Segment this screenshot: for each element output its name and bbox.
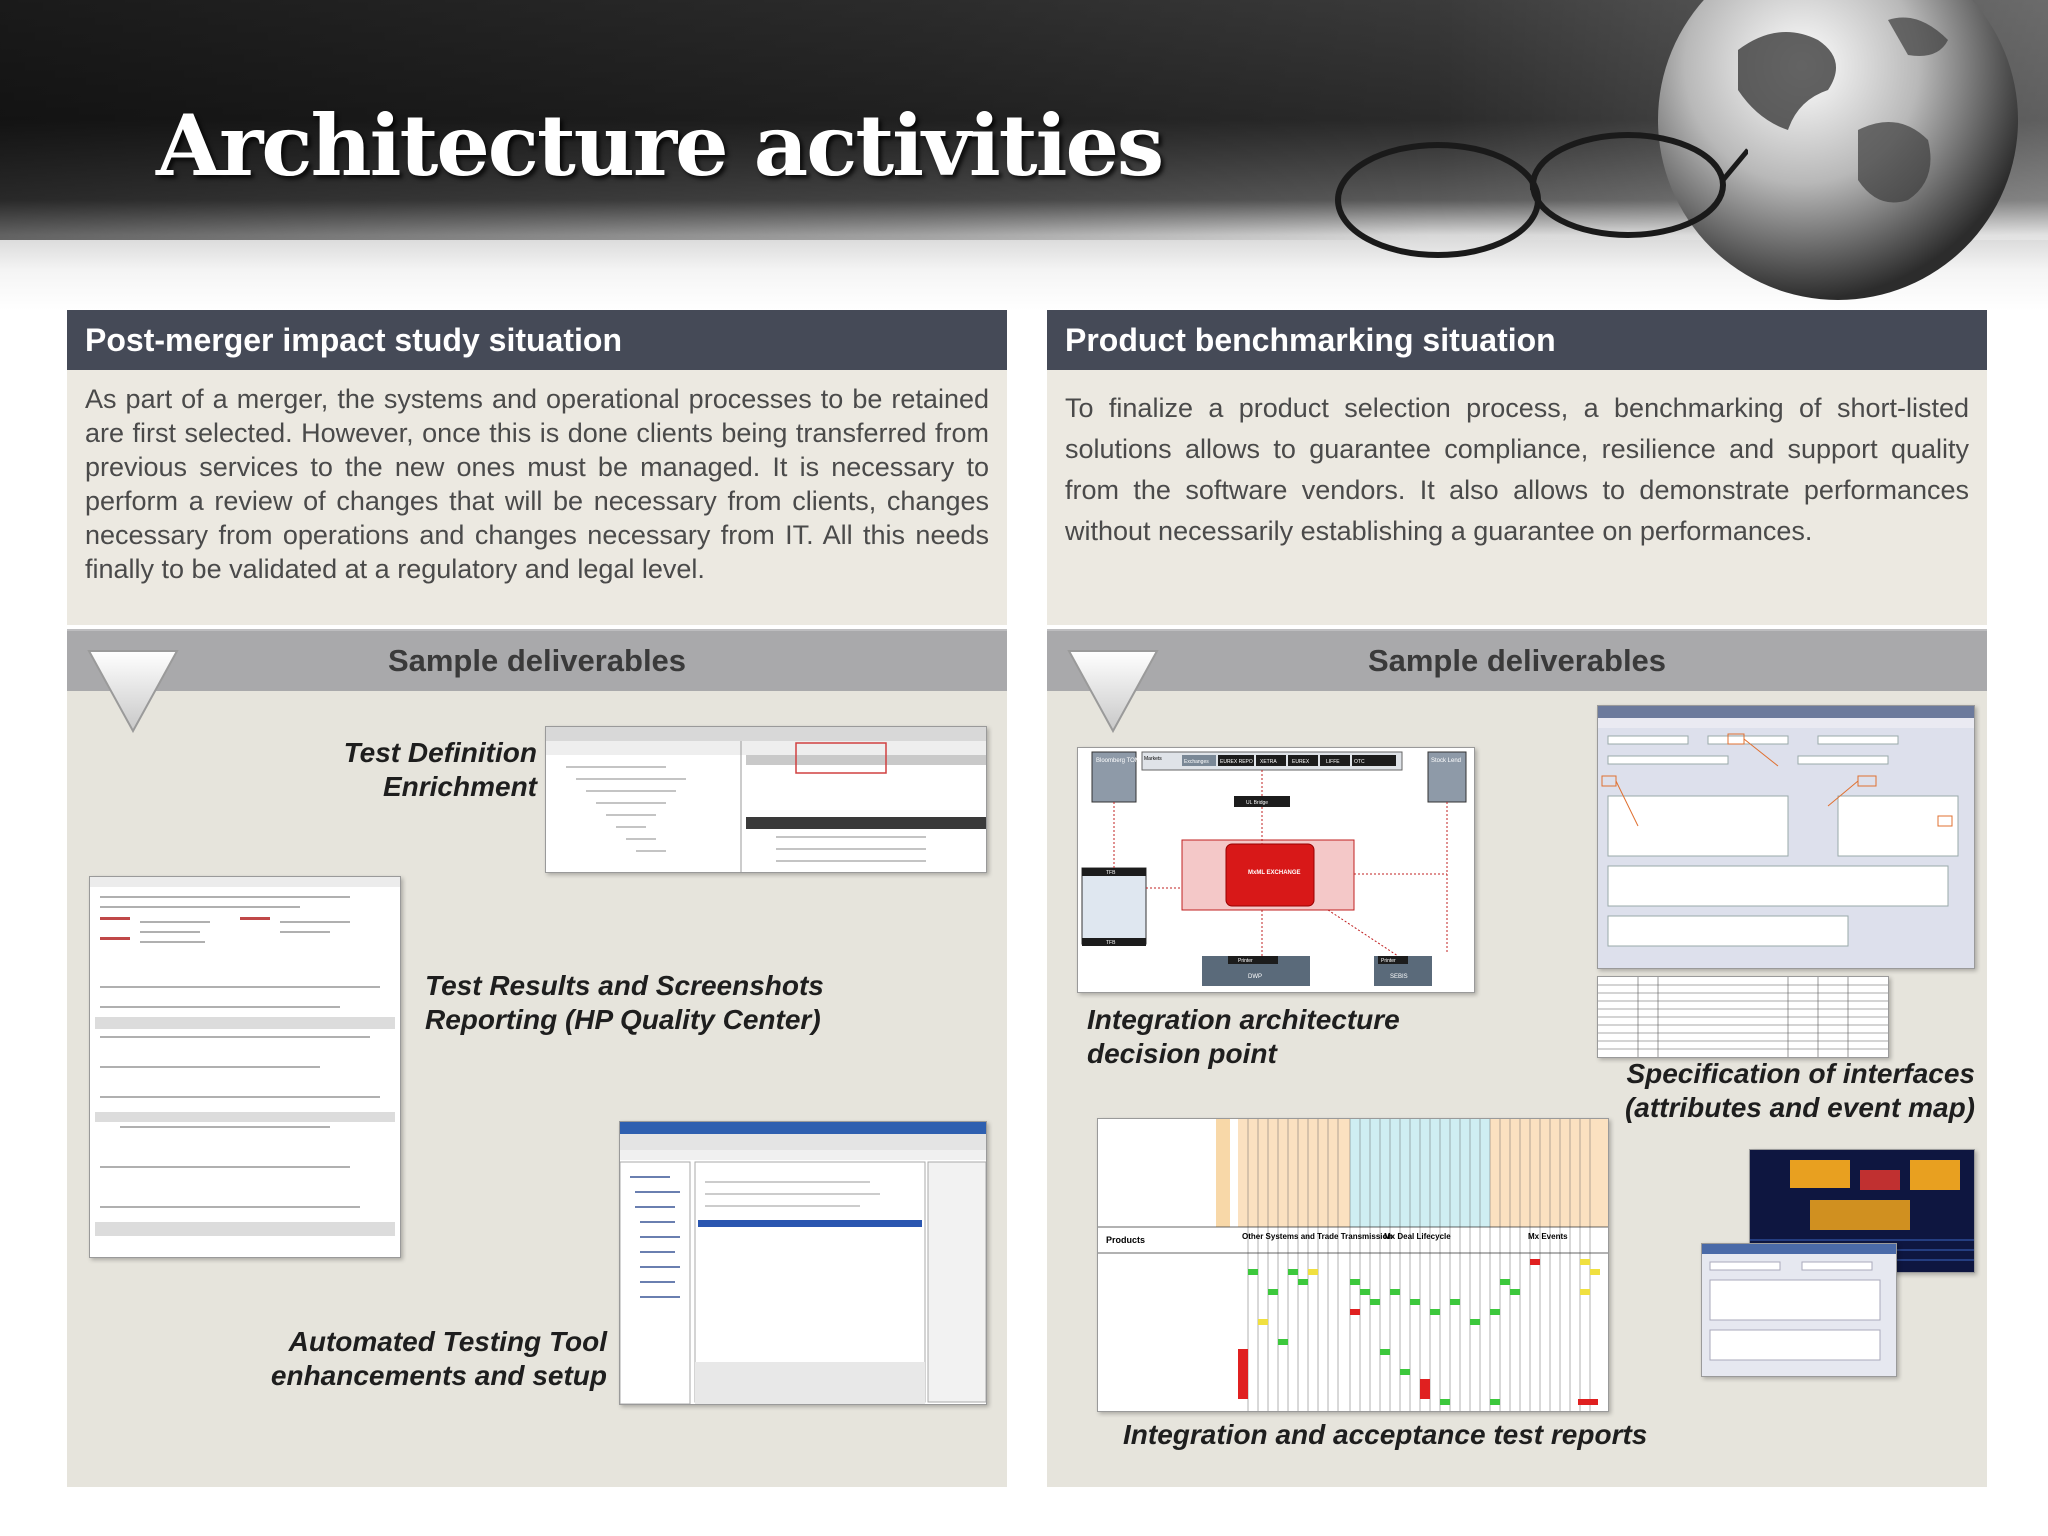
acceptance-test-matrix: Products Other Systems and Trade Transmi… [1097,1118,1609,1412]
matrix-label: Other Systems and Trade Transmission [1242,1232,1392,1241]
caption-test-definition: Test Definition Enrichment [337,736,537,804]
diagram-label: Exchanges [1184,759,1209,765]
test-results-report-screenshot [89,876,401,1258]
caption-test-results: Test Results and Screenshots Reporting (… [425,969,824,1037]
matrix-label: Products [1106,1235,1145,1245]
caption-line: Test Results and Screenshots [425,970,824,1001]
deliverables-label: Sample deliverables [387,643,687,678]
diagram-label: Stock Lend [1431,758,1461,764]
diagram-label: TFB [1106,870,1116,876]
caption-acceptance-tests: Integration and acceptance test reports [1123,1419,1648,1450]
matrix-label: Mx Events [1528,1232,1568,1241]
diagram-label: TFB [1106,940,1116,946]
deliverables-bar: Sample deliverables [1047,629,1987,733]
deliverables-label: Sample deliverables [1367,643,1667,678]
diagram-label: XETRA [1260,759,1277,765]
test-definition-screenshot [545,726,987,873]
interface-specification-screenshot [1597,705,1975,969]
header-banner: Architecture activities [0,0,2048,310]
interface-attributes-table [1597,976,1889,1058]
diagram-label: OTC [1354,759,1365,765]
caption-line: Integration architecture [1087,1004,1400,1035]
caption-line: Enrichment [382,771,537,802]
automated-testing-tool-screenshot [619,1121,987,1405]
diagram-label: EUREX [1292,759,1310,765]
caption-automated-testing: Automated Testing Tool enhancements and … [237,1325,607,1393]
deliverables-bar: Sample deliverables [67,629,1007,733]
product-benchmarking-panel: Product benchmarking situation To finali… [1047,310,1987,1487]
diagram-label: Bloomberg TOMS [1096,758,1144,764]
matrix-label: Mx Deal Lifecycle [1384,1232,1451,1241]
diagram-label: MxML EXCHANGE [1248,870,1301,876]
caption-line: Specification of interfaces [1626,1058,1975,1089]
diagram-label: DWP [1248,974,1262,980]
caption-line: enhancements and setup [270,1360,607,1391]
panel-heading: Product benchmarking situation [1047,310,1987,370]
deliverables-area: Bloomberg TOMS Markets Exchanges EUREX R… [1047,691,1987,1487]
diagram-label: SEBIS [1390,974,1408,980]
diagram-label: Printer [1238,958,1253,964]
caption-line: Reporting (HP Quality Center) [425,1004,821,1035]
diagram-label: Markets [1144,756,1162,762]
caption-line: Automated Testing Tool [288,1326,607,1357]
down-triangle-icon [1067,650,1159,733]
panel-heading: Post-merger impact study situation [67,310,1007,370]
trading-form-screenshot [1701,1243,1897,1377]
panel-description: To finalize a product selection process,… [1047,370,1987,625]
globe-icon [1658,0,2018,300]
post-merger-panel: Post-merger impact study situation As pa… [67,310,1007,1487]
caption-integration-architecture: Integration architecture decision point [1087,1003,1400,1071]
caption-line: decision point [1087,1038,1277,1069]
panel-description: As part of a merger, the systems and ope… [67,370,1007,625]
diagram-label: UL Bridge [1246,800,1268,806]
caption-line: Test Definition [343,737,537,768]
down-triangle-icon [87,650,179,733]
diagram-label: EUREX REPO [1220,759,1253,765]
integration-architecture-diagram: Bloomberg TOMS Markets Exchanges EUREX R… [1077,747,1475,993]
diagram-label: Printer [1381,958,1396,964]
caption-interface-specification: Specification of interfaces (attributes … [1547,1057,1975,1125]
caption-line: (attributes and event map) [1624,1092,1975,1123]
deliverables-area: Test Definition Enrichment [67,691,1007,1487]
diagram-label: LIFFE [1326,759,1340,765]
page-title: Architecture activities [156,96,1164,195]
eyeglasses-icon [1335,132,1748,258]
